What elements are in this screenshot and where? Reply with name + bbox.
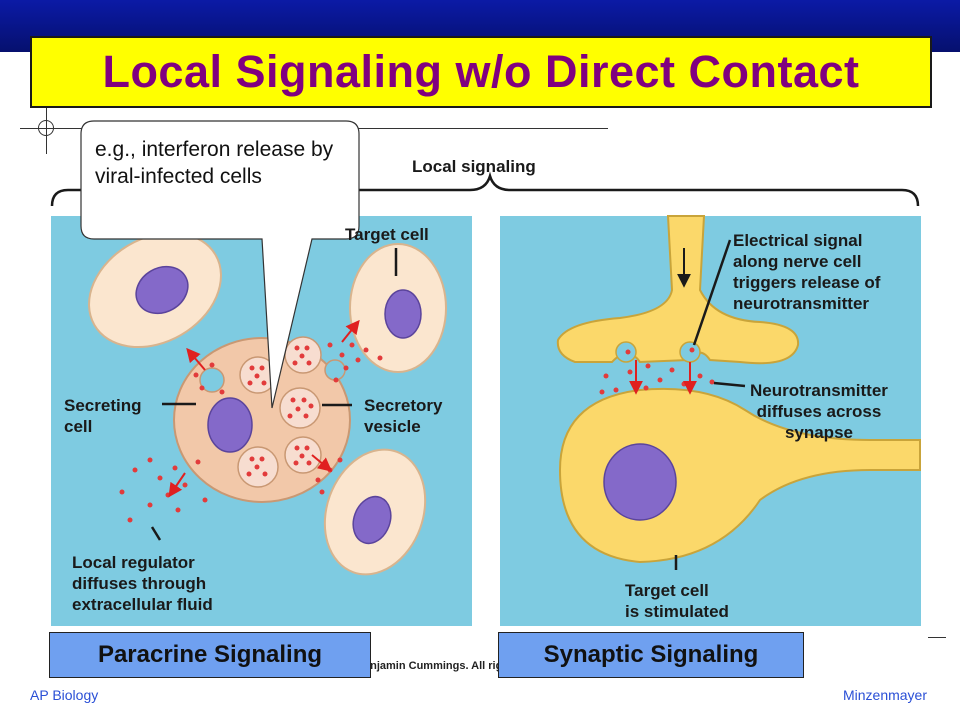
- label-neurotransmitter: Neurotransmitter diffuses across synapse: [750, 381, 888, 442]
- target-cell-top-left: [88, 231, 222, 349]
- decorative-dash: [928, 637, 946, 638]
- paracrine-signaling-label: Paracrine Signaling: [49, 632, 371, 678]
- local-signaling-heading: Local signaling: [412, 157, 536, 176]
- title-box: Local Signaling w/o Direct Contact: [30, 36, 932, 108]
- bracket: [50, 171, 920, 207]
- target-cell-top-right: [349, 243, 447, 373]
- label-target-cell: Target cell: [345, 225, 429, 244]
- regulator-molecules: [119, 342, 383, 523]
- label-local-regulator: Local regulator diffuses through extrace…: [72, 553, 213, 614]
- footer-course: AP Biology: [30, 687, 99, 703]
- image-credit: enjamin Cummings. All righ: [364, 660, 510, 672]
- footer-author: Minzenmayer: [842, 687, 927, 703]
- label-secreting-cell: Secreting cell: [64, 396, 142, 436]
- decorative-circle: [38, 120, 54, 136]
- callout-text: e.g., interferon release by viral-infect…: [95, 138, 334, 188]
- neurotransmitter-molecules: [599, 347, 715, 395]
- label-target-stimulated: Target cell is stimulated: [625, 581, 729, 621]
- synaptic-signaling-label: Synaptic Signaling: [498, 632, 804, 678]
- label-electrical-signal: Electrical signal along nerve cell trigg…: [733, 231, 881, 313]
- label-secretory-vesicle: Secretory vesicle: [364, 396, 443, 436]
- secreting-cell: [173, 336, 351, 503]
- slide-title: Local Signaling w/o Direct Contact: [102, 46, 860, 97]
- callout-bubble: [80, 120, 360, 409]
- target-cell-bottom-right: [323, 448, 427, 576]
